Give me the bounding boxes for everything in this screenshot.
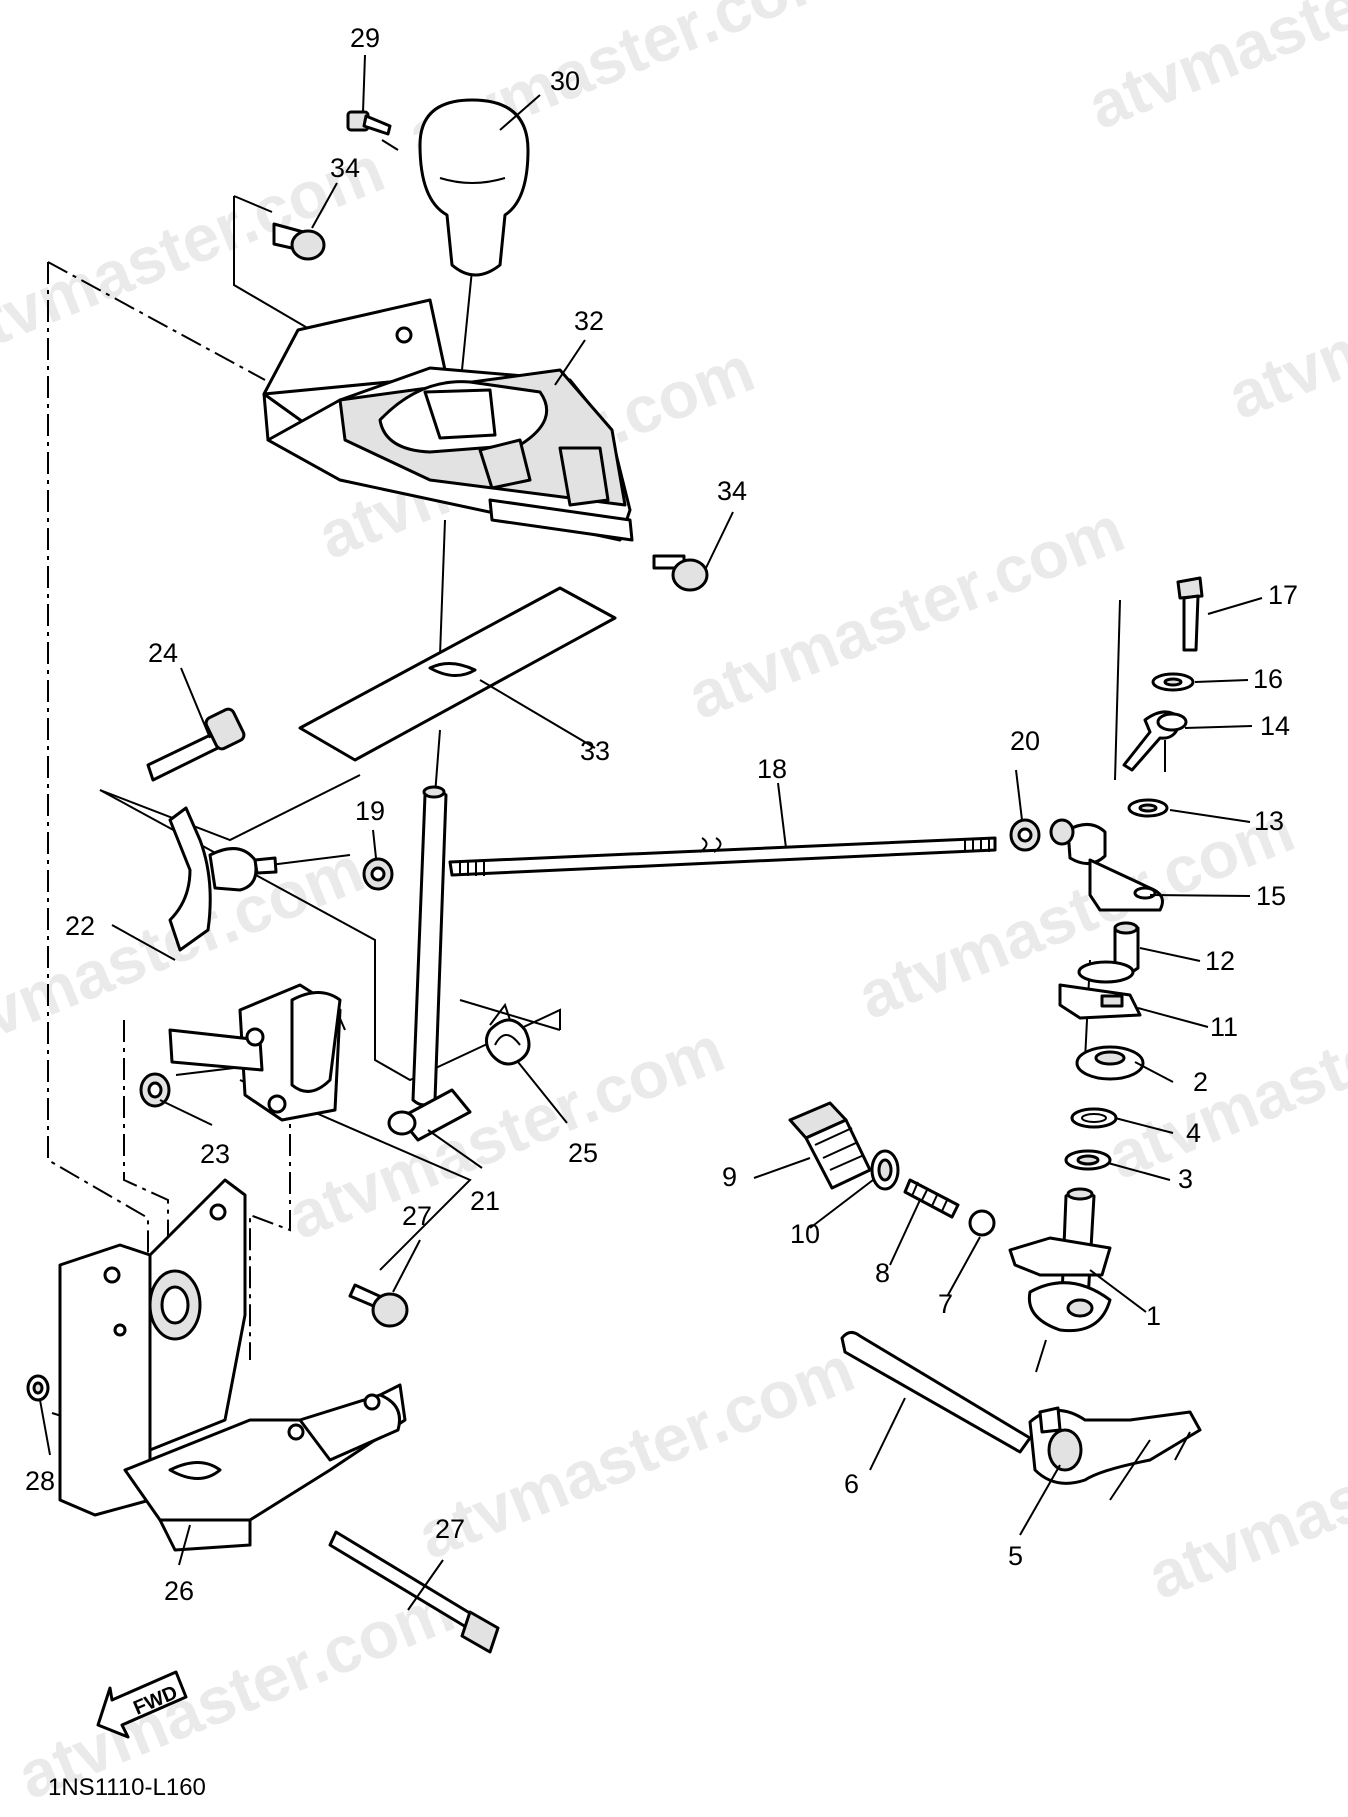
part-label-4: 4	[1186, 1118, 1201, 1148]
fork-shaft-6	[840, 1331, 1032, 1454]
leader-lines	[39, 54, 1263, 1611]
part-label-29: 28	[25, 1466, 55, 1496]
bolt-28	[328, 1530, 500, 1654]
spring-clip-14	[1122, 710, 1188, 772]
part-label-25: 25	[568, 1138, 598, 1168]
lever-bracket	[168, 983, 342, 1122]
part-label-10: 10	[790, 1219, 820, 1249]
washer-3	[1064, 1149, 1112, 1171]
nut-20	[1009, 818, 1041, 852]
part-label-16: 16	[1253, 664, 1283, 694]
part-label-13: 13	[1254, 806, 1284, 836]
mounting-bracket	[58, 1178, 407, 1552]
part-label-6: 6	[844, 1469, 859, 1499]
clip-29	[26, 1374, 50, 1402]
part-label-11: 11	[1210, 1012, 1238, 1042]
part-label-31: 29	[350, 23, 380, 53]
part-label-34-right: 34	[717, 476, 747, 506]
part-label-5: 5	[1008, 1541, 1023, 1571]
watermark: atvmaster.com	[408, 1331, 864, 1573]
shift-rod	[448, 836, 997, 877]
bolt-17	[1176, 576, 1204, 652]
shift-lever-rod	[387, 785, 472, 1142]
part-label-19: 19	[355, 796, 385, 826]
part-label-7: 7	[938, 1289, 953, 1319]
screw-31	[346, 110, 392, 136]
watermark: atvmaster.com	[1078, 0, 1348, 143]
part-label-28: 27	[435, 1514, 465, 1544]
shift-guide-housing	[262, 298, 634, 542]
ball-7	[968, 1209, 996, 1237]
washer-16	[1151, 672, 1195, 692]
part-label-3: 3	[1178, 1164, 1193, 1194]
part-label-33: 33	[580, 736, 610, 766]
bushing-12	[1077, 921, 1140, 984]
watermark: atvmaster.com	[1138, 1371, 1348, 1613]
shift-knob	[418, 98, 530, 277]
washer-13	[1127, 798, 1169, 818]
nut-19	[362, 857, 394, 891]
part-label-12: 12	[1205, 946, 1235, 976]
part-label-20: 20	[1010, 726, 1040, 756]
part-label-22: 22	[65, 911, 95, 941]
part-label-2: 2	[1193, 1067, 1208, 1097]
diagram-code: 1NS1110-L160	[48, 1774, 206, 1801]
watermark: atvmaster.com	[678, 491, 1134, 733]
part-label-15: 15	[1256, 881, 1286, 911]
part-label-24: 24	[148, 638, 178, 668]
bolt-34-upper	[272, 222, 326, 261]
bolt-27	[348, 1283, 409, 1328]
part-label-32: 32	[574, 306, 604, 336]
shift-fork-5	[1028, 1406, 1202, 1501]
part-label-1: 1	[1146, 1301, 1161, 1331]
part-label-17: 17	[1268, 580, 1298, 610]
collar-2	[1075, 1045, 1145, 1081]
spring-25	[485, 1002, 531, 1066]
part-number-labels: 29 30 34 32 34 17 24 16 14 33 20 18 13 1…	[25, 23, 1298, 1606]
part-label-9: 9	[722, 1162, 737, 1192]
bolt-34-right	[652, 554, 709, 592]
watermark: atvmaster.com	[1218, 191, 1348, 433]
part-label-18: 18	[757, 754, 787, 784]
part-label-21: 21	[470, 1186, 500, 1216]
gasket-10	[870, 1149, 900, 1191]
plug-bolt-9	[788, 1101, 872, 1190]
shift-lever-22	[168, 806, 278, 952]
washer-23	[139, 1072, 171, 1108]
part-label-14: 14	[1260, 711, 1290, 741]
part-label-8: 8	[875, 1258, 890, 1288]
spring-8	[903, 1178, 960, 1219]
part-label-26: 26	[164, 1576, 194, 1606]
plate-11	[1058, 983, 1142, 1020]
part-label-27: 27	[402, 1201, 432, 1231]
bolt-24	[146, 707, 246, 782]
gasket-plate	[298, 586, 617, 762]
part-label-30: 30	[550, 66, 580, 96]
shift-shaft-1	[1008, 1187, 1112, 1333]
part-label-34-upper: 34	[330, 153, 360, 183]
circlip-4	[1070, 1107, 1118, 1129]
part-label-23: 23	[200, 1139, 230, 1169]
joint-arm-15	[1049, 818, 1164, 912]
